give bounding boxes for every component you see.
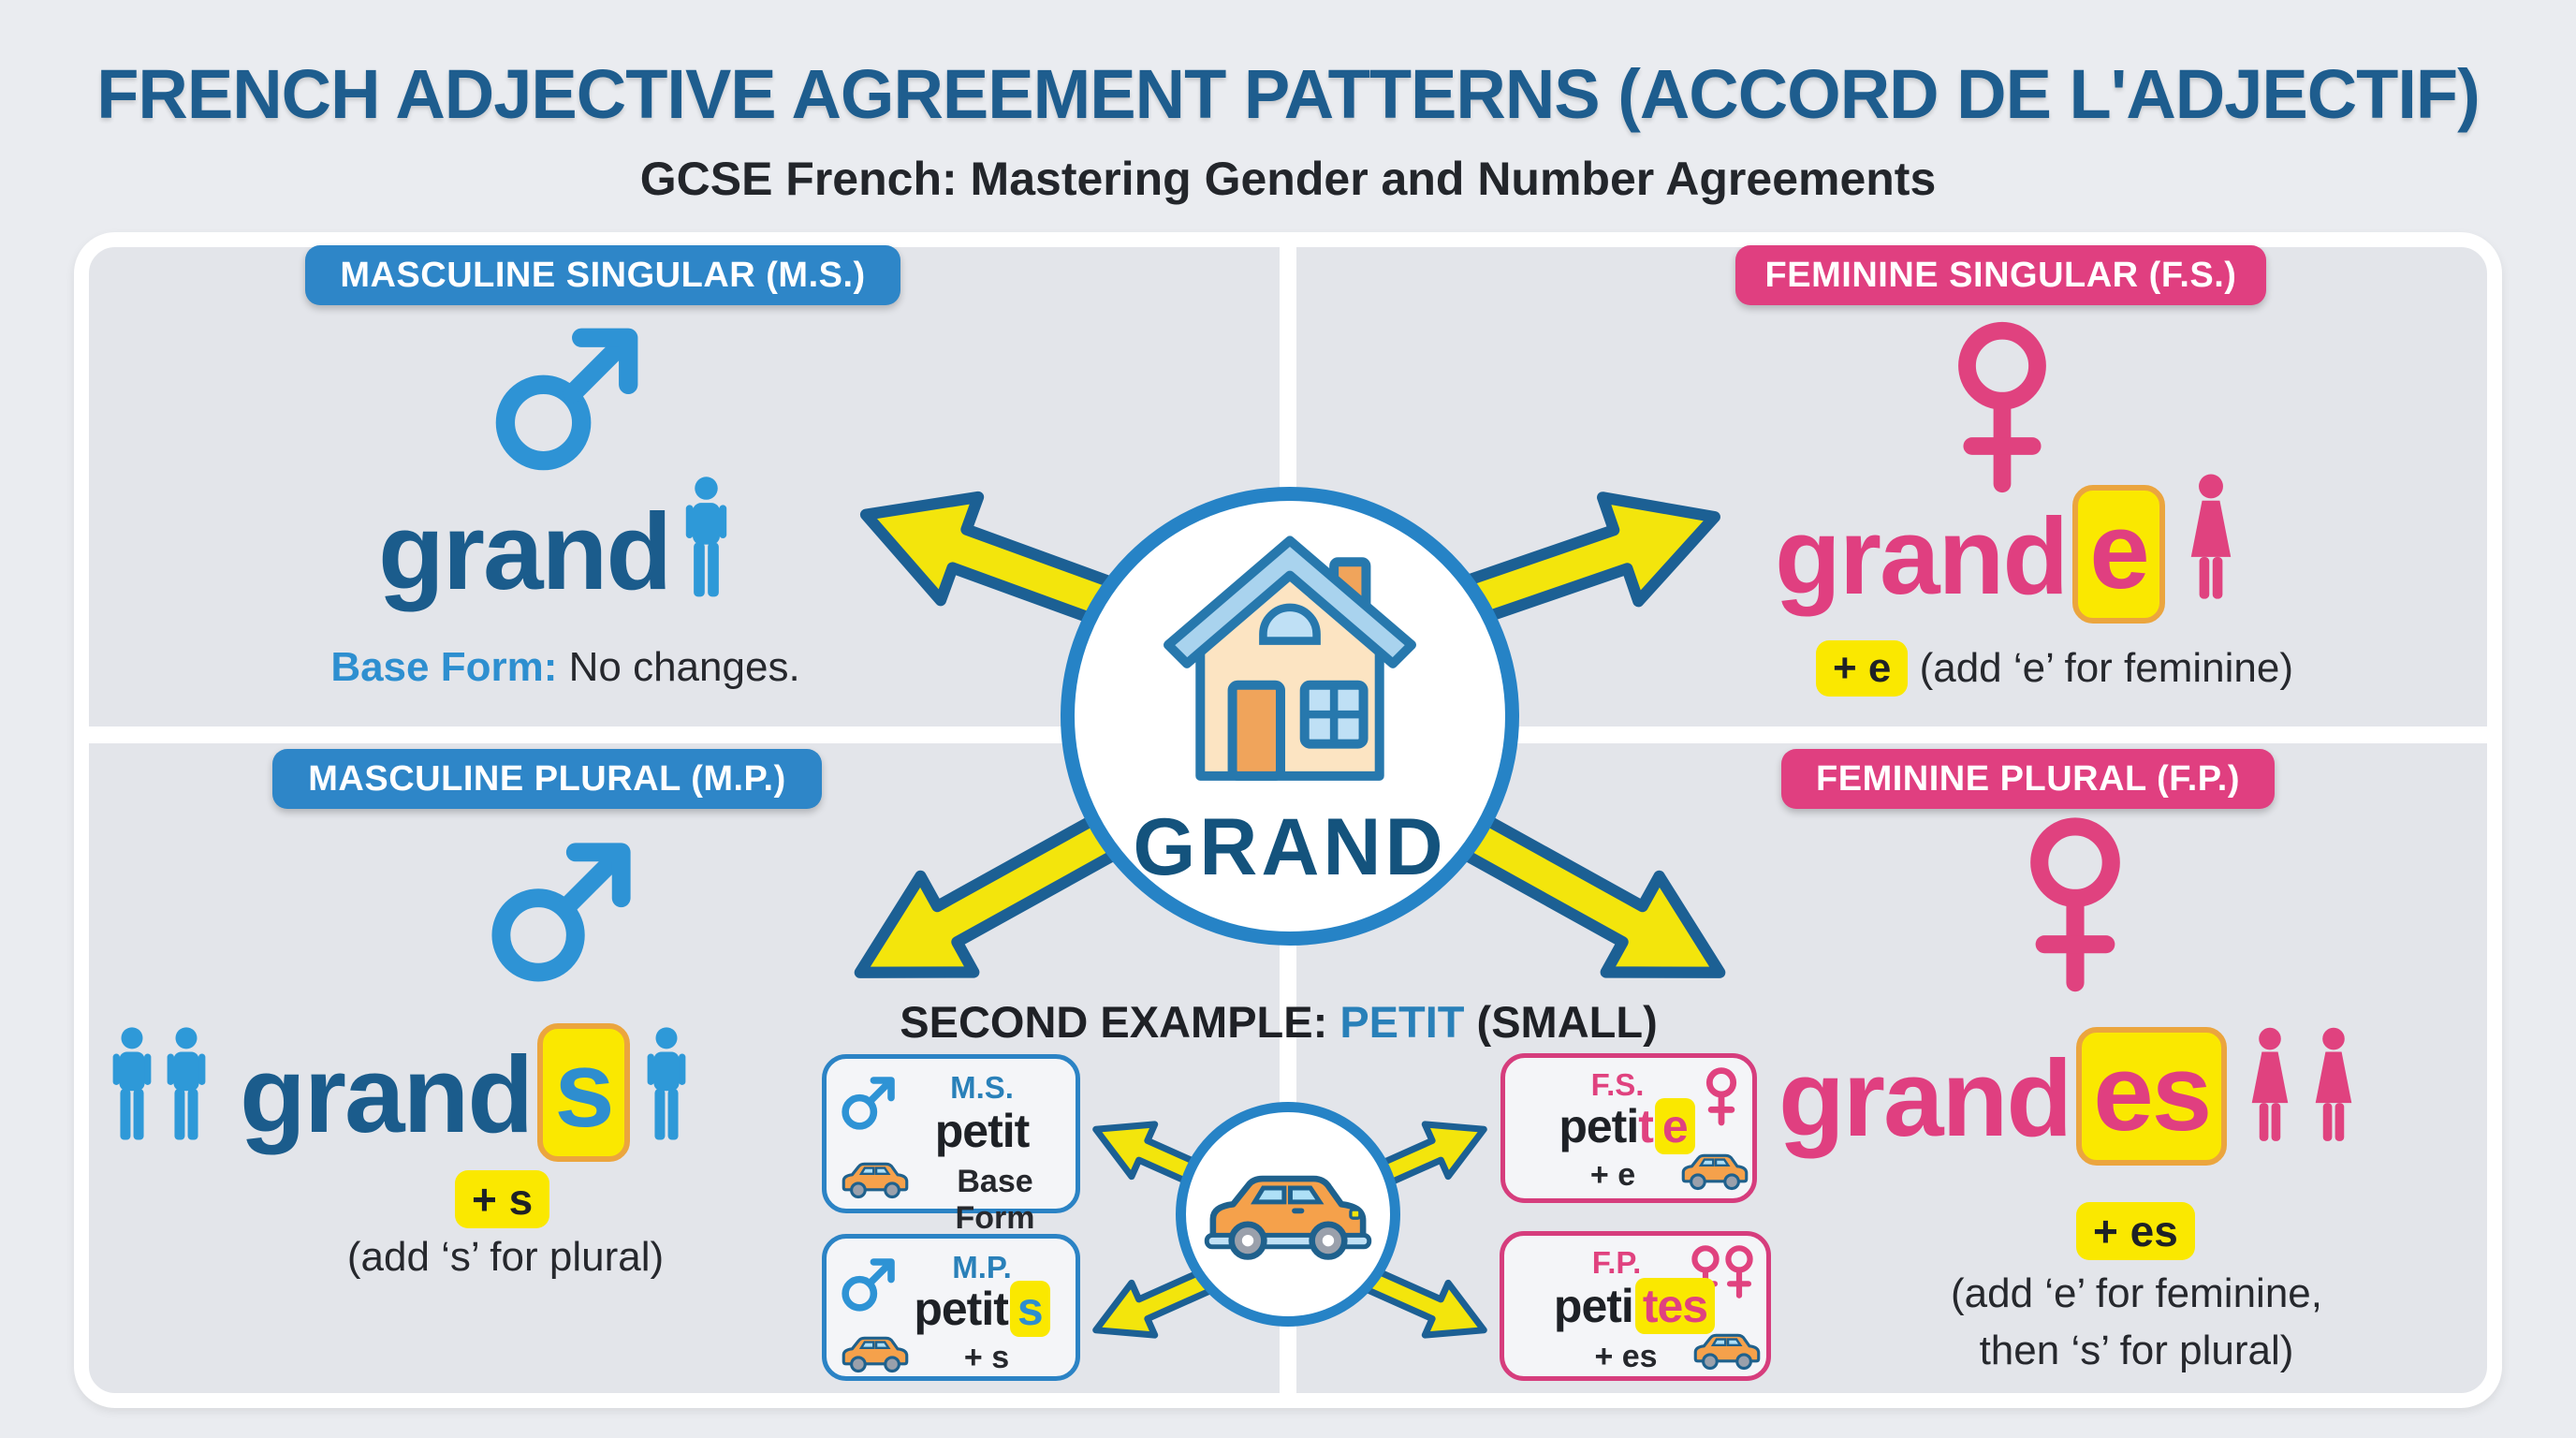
- car-icon: [838, 1156, 913, 1205]
- center-circle: GRAND: [1061, 487, 1519, 946]
- badge-feminine-plural-label: FEMININE PLURAL (F.P.): [1816, 758, 2240, 799]
- badge-feminine-plural: FEMININE PLURAL (F.P.): [1781, 749, 2275, 809]
- male-person-icon: [110, 1026, 154, 1149]
- petit-ms-card: M.S. petit Base Form: [822, 1054, 1080, 1236]
- word-grands-base: grand: [240, 1034, 534, 1155]
- badge-masculine-singular: MASCULINE SINGULAR (M.S.): [305, 245, 900, 305]
- petit-fp-word-base: peti: [1553, 1280, 1634, 1332]
- petit-fp-note: + es: [1594, 1339, 1658, 1374]
- word-grands-suffix-highlight: s: [537, 1023, 630, 1162]
- petit-fs-word-mid: t: [1638, 1100, 1654, 1152]
- word-grandes-base: grand: [1778, 1037, 2072, 1159]
- male-symbol-icon: [482, 320, 649, 481]
- female-symbol-icon: [1939, 320, 2065, 509]
- arrow-bottom-right-icon: [1420, 764, 1775, 1046]
- badge-feminine-singular-label: FEMININE SINGULAR (F.S.): [1764, 255, 2237, 295]
- male-person-icon: [645, 1026, 688, 1149]
- word-grande-base: grand: [1775, 495, 2069, 617]
- word-masculine-singular: grand: [378, 476, 729, 606]
- male-symbol-icon: [838, 1074, 898, 1138]
- badge-masculine-plural-label: MASCULINE PLURAL (M.P.): [308, 758, 786, 799]
- house-icon: [1149, 527, 1430, 800]
- petit-fs-note: + e: [1589, 1157, 1636, 1193]
- female-symbol-icon: [2011, 816, 2140, 1008]
- badge-masculine-singular-label: MASCULINE SINGULAR (M.S.): [340, 255, 866, 295]
- petit-mp-label: M.P.: [952, 1250, 1012, 1284]
- word-grandes-suffix-highlight: es: [2076, 1027, 2228, 1166]
- female-person-icon: [2305, 1026, 2362, 1152]
- petit-fs-word-base: peti: [1559, 1100, 1639, 1152]
- rule-feminine-plural-line2: then ‘s’ for plural): [1979, 1327, 2294, 1373]
- petit-ms-word: petit: [934, 1105, 1031, 1157]
- female-person-icon: [2180, 473, 2242, 610]
- badge-feminine-singular: FEMININE SINGULAR (F.S.): [1735, 245, 2266, 305]
- rule-feminine-plural-line1: (add ‘e’ for feminine,: [1950, 1270, 2322, 1316]
- second-example-word: PETIT: [1339, 997, 1465, 1047]
- car-icon: [838, 1330, 913, 1379]
- petit-fs-label: F.S.: [1590, 1067, 1645, 1102]
- rule-plus-s-highlight: + s: [455, 1170, 550, 1228]
- rule-feminine-plural-text: (add ‘e’ for feminine, then ‘s’ for plur…: [1919, 1266, 2354, 1379]
- petit-mp-note: + s: [963, 1340, 1010, 1375]
- page-title: FRENCH ADJECTIVE AGREEMENT PATTERNS (ACC…: [96, 55, 2481, 133]
- male-person-icon: [165, 1026, 208, 1149]
- car-icon: [1199, 1160, 1377, 1269]
- rule-plus-es-highlight: + es: [2076, 1202, 2195, 1260]
- male-symbol-icon: [838, 1255, 898, 1320]
- petit-fp-label: F.P.: [1591, 1245, 1642, 1280]
- car-icon: [1677, 1148, 1752, 1196]
- word-grand: grand: [378, 491, 672, 612]
- rule-masculine-plural-text: (add ‘s’ for plural): [346, 1234, 665, 1280]
- car-icon: [1690, 1328, 1764, 1376]
- second-example-heading: SECOND EXAMPLE: PETIT (SMALL): [0, 996, 2557, 1048]
- arrow-bottom-left-icon: [806, 764, 1161, 1046]
- rule-masculine-singular: Base Form: No changes.: [322, 644, 809, 691]
- petit-mp-word-suffix-highlight: s: [1009, 1281, 1050, 1337]
- rule-base-form-label: Base Form:: [330, 644, 558, 690]
- petit-fp-word-suffix-highlight: tes: [1634, 1278, 1716, 1334]
- rule-feminine-singular: + e (add ‘e’ for feminine): [1778, 640, 2331, 697]
- page-subtitle: GCSE French: Mastering Gender and Number…: [639, 153, 1937, 205]
- second-example-prefix: SECOND EXAMPLE:: [900, 997, 1340, 1047]
- rule-plus-e-highlight: + e: [1815, 640, 1909, 697]
- petit-ms-note: Base Form: [955, 1164, 1035, 1236]
- word-grande-suffix-highlight: e: [2072, 485, 2165, 624]
- female-person-icon: [2242, 1026, 2298, 1152]
- car-circle: [1176, 1102, 1400, 1327]
- rule-feminine-singular-text: (add ‘e’ for feminine): [1908, 645, 2294, 691]
- center-word: GRAND: [1133, 802, 1447, 892]
- second-example-suffix: (SMALL): [1464, 997, 1658, 1047]
- female-symbol-icon: [1700, 1067, 1743, 1136]
- badge-masculine-plural: MASCULINE PLURAL (M.P.): [272, 749, 822, 809]
- petit-ms-label: M.S.: [950, 1070, 1014, 1105]
- male-symbol-icon: [479, 835, 640, 992]
- male-person-icon: [683, 476, 729, 606]
- petit-mp-word-base: petit: [914, 1283, 1009, 1335]
- rule-base-form-text: No changes.: [557, 644, 800, 690]
- petit-fs-word-suffix-highlight: e: [1654, 1098, 1695, 1154]
